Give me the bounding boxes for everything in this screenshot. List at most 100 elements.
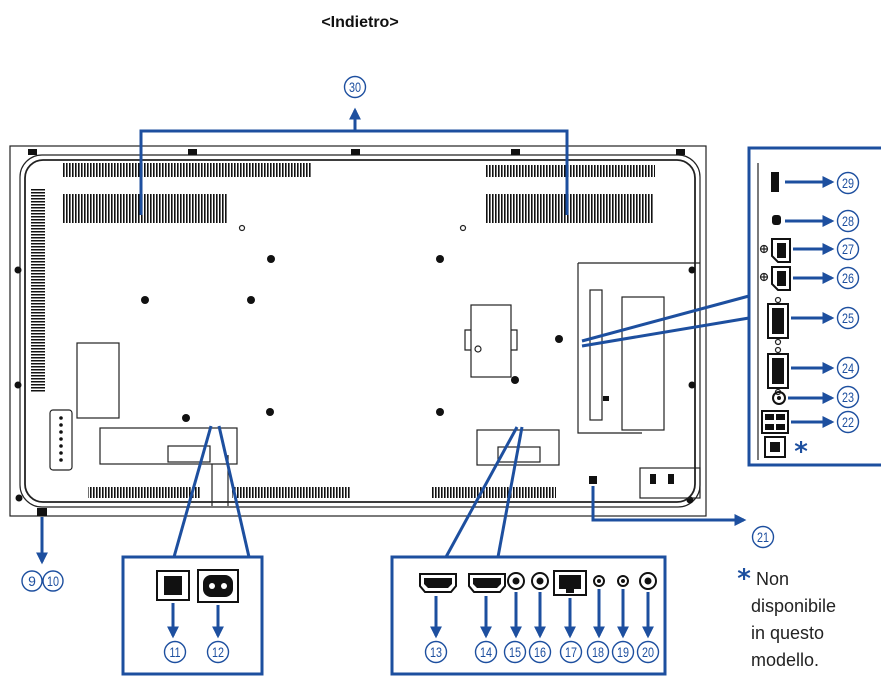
callout-number: 15 [509,644,521,660]
callout-label-30: 30 [343,75,367,99]
callout-number: 21 [757,529,769,545]
monitor-rear [9,145,707,517]
callout-line [581,316,750,348]
micro-port-icon [772,215,781,225]
button [59,451,63,455]
connector-icon [37,508,47,516]
ac-inlet-icon [197,569,239,603]
callout-number: 10 [47,573,59,589]
vent-grille [485,165,655,177]
mount-hole [238,224,246,232]
screw [688,381,696,389]
cover-outline [476,429,560,466]
screw [15,494,23,502]
callout-number: 30 [349,79,361,95]
callout-number: 20 [642,644,654,660]
audio-jack-icon [531,572,549,590]
callout-line [217,425,251,558]
callout-line [581,294,750,343]
callout-box [121,555,264,676]
callout-number: 24 [842,360,854,376]
callout-number: 18 [592,644,604,660]
mount-hole [511,376,519,384]
callout-number: 19 [617,644,629,660]
card-slot-icon [771,172,779,192]
callout-label-15: 15 [503,640,527,664]
side-callout: * 29 28 27 26 25 24 [581,146,881,467]
callout-label-23: 23 [836,385,860,409]
vent-grille [62,163,312,177]
callout-number: 22 [842,414,854,430]
usb-port-icon [761,410,789,434]
note-asterisk: * [737,564,751,594]
usb-b-port-icon [764,436,786,458]
button [59,423,63,427]
callout-number: 16 [534,644,546,660]
callout-number: 9 [28,573,36,589]
mount-hole [141,296,149,304]
callout-label-12: 12 [206,640,230,664]
mount-hole [247,296,255,304]
callout-number: 23 [842,389,854,405]
button [59,416,63,420]
button [59,444,63,448]
note-line: modello. [751,650,819,670]
callout-box [390,555,667,676]
mount-hole [436,255,444,263]
vent-grilles [31,163,655,498]
callout-label-9: 9 [21,570,43,592]
callout-label-28: 28 [836,209,860,233]
button [59,437,63,441]
handle-block [464,304,518,378]
callout-label-22: 22 [836,410,860,434]
vent-grille [432,487,556,498]
callout-label-25: 25 [836,306,860,330]
callout-label-16: 16 [528,640,552,664]
note-line: Non [756,569,789,589]
callout-line [172,425,213,558]
vent-grille [31,188,45,393]
screw [14,381,22,389]
callout-number: 13 [430,644,442,660]
mount-hole [182,414,190,422]
callout-label-18: 18 [586,640,610,664]
callout-label-27: 27 [836,237,860,261]
callout-line [496,426,524,558]
recess-cover [621,296,665,431]
note-line: in questo [751,623,824,643]
screw [676,149,685,155]
hdmi-port-icon [468,573,506,593]
control-buttons [49,409,73,471]
power-terminal-cover [99,427,238,506]
power-switch-icon [156,570,190,601]
audio-jack-icon [772,391,786,405]
hdmi-port-icon [419,573,457,593]
cable-clip [639,467,701,499]
audio-jack-icon [639,572,657,590]
mount-hole [267,255,275,263]
button-strip [49,409,73,471]
clip-tab [668,474,674,484]
vent-grille [485,194,653,223]
callout-box [747,146,881,467]
monitor-cover-edge [24,159,696,503]
plus-mark-icon [759,272,769,282]
page-title: <Indietro> [321,14,398,31]
label-plate [76,342,120,419]
recess-mark [603,396,609,401]
cover-notch [167,445,211,463]
callout-label-10: 10 [42,570,64,592]
displayport-icon [771,266,791,291]
handle-tabs [464,329,518,351]
screw [28,149,37,155]
callout-label-26: 26 [836,266,860,290]
displayport-icon [771,238,791,263]
callout-line [444,426,519,558]
lock-slot-icon [589,476,597,484]
callout-number: 29 [842,175,854,191]
audio-jack-icon [507,572,525,590]
callout-number: 28 [842,213,854,229]
mount-hole [436,408,444,416]
lan-port-icon [553,570,587,596]
